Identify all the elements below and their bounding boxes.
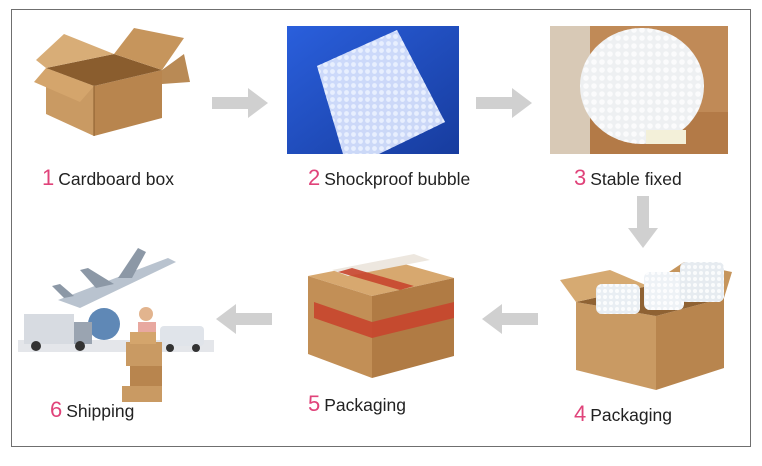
arrow-left-icon bbox=[482, 304, 538, 334]
step-5-text: Packaging bbox=[324, 395, 406, 415]
step-3-picture bbox=[550, 26, 728, 154]
arrow-right-2 bbox=[476, 88, 532, 123]
bubble-wrap-sheet-icon bbox=[287, 26, 459, 154]
step-4-picture bbox=[560, 258, 736, 394]
step-2-picture bbox=[287, 26, 459, 154]
taped-sealed-carton-icon bbox=[308, 254, 454, 378]
step-4-text: Packaging bbox=[590, 405, 672, 425]
arrow-right-icon bbox=[212, 88, 268, 118]
step-6-number: 6 bbox=[50, 397, 63, 422]
step-6-picture bbox=[18, 244, 214, 402]
step-3-number: 3 bbox=[574, 165, 587, 190]
step-2-number: 2 bbox=[308, 165, 321, 190]
step-5-number: 5 bbox=[308, 391, 321, 416]
arrow-left-icon bbox=[216, 304, 272, 334]
arrow-right-icon bbox=[476, 88, 532, 118]
arrow-down-3 bbox=[628, 196, 658, 253]
step-1-picture bbox=[34, 24, 194, 144]
arrow-left-4 bbox=[482, 304, 538, 339]
step-1-text: Cardboard box bbox=[58, 169, 175, 189]
step-4-number: 4 bbox=[574, 401, 587, 426]
airplane-truck-courier-icon bbox=[18, 248, 214, 402]
open-cardboard-box-icon bbox=[34, 28, 190, 136]
bubble-wrapped-item-icon bbox=[550, 26, 728, 154]
box-with-bubble-packs-icon bbox=[560, 262, 732, 390]
step-1-number: 1 bbox=[42, 165, 55, 190]
arrow-down-icon bbox=[628, 196, 658, 248]
step-5-picture bbox=[304, 246, 456, 380]
arrow-left-5 bbox=[216, 304, 272, 339]
step-6-text: Shipping bbox=[66, 401, 135, 421]
step-3-text: Stable fixed bbox=[590, 169, 682, 189]
arrow-right-1 bbox=[212, 88, 268, 123]
step-2-text: Shockproof bubble bbox=[324, 169, 471, 189]
